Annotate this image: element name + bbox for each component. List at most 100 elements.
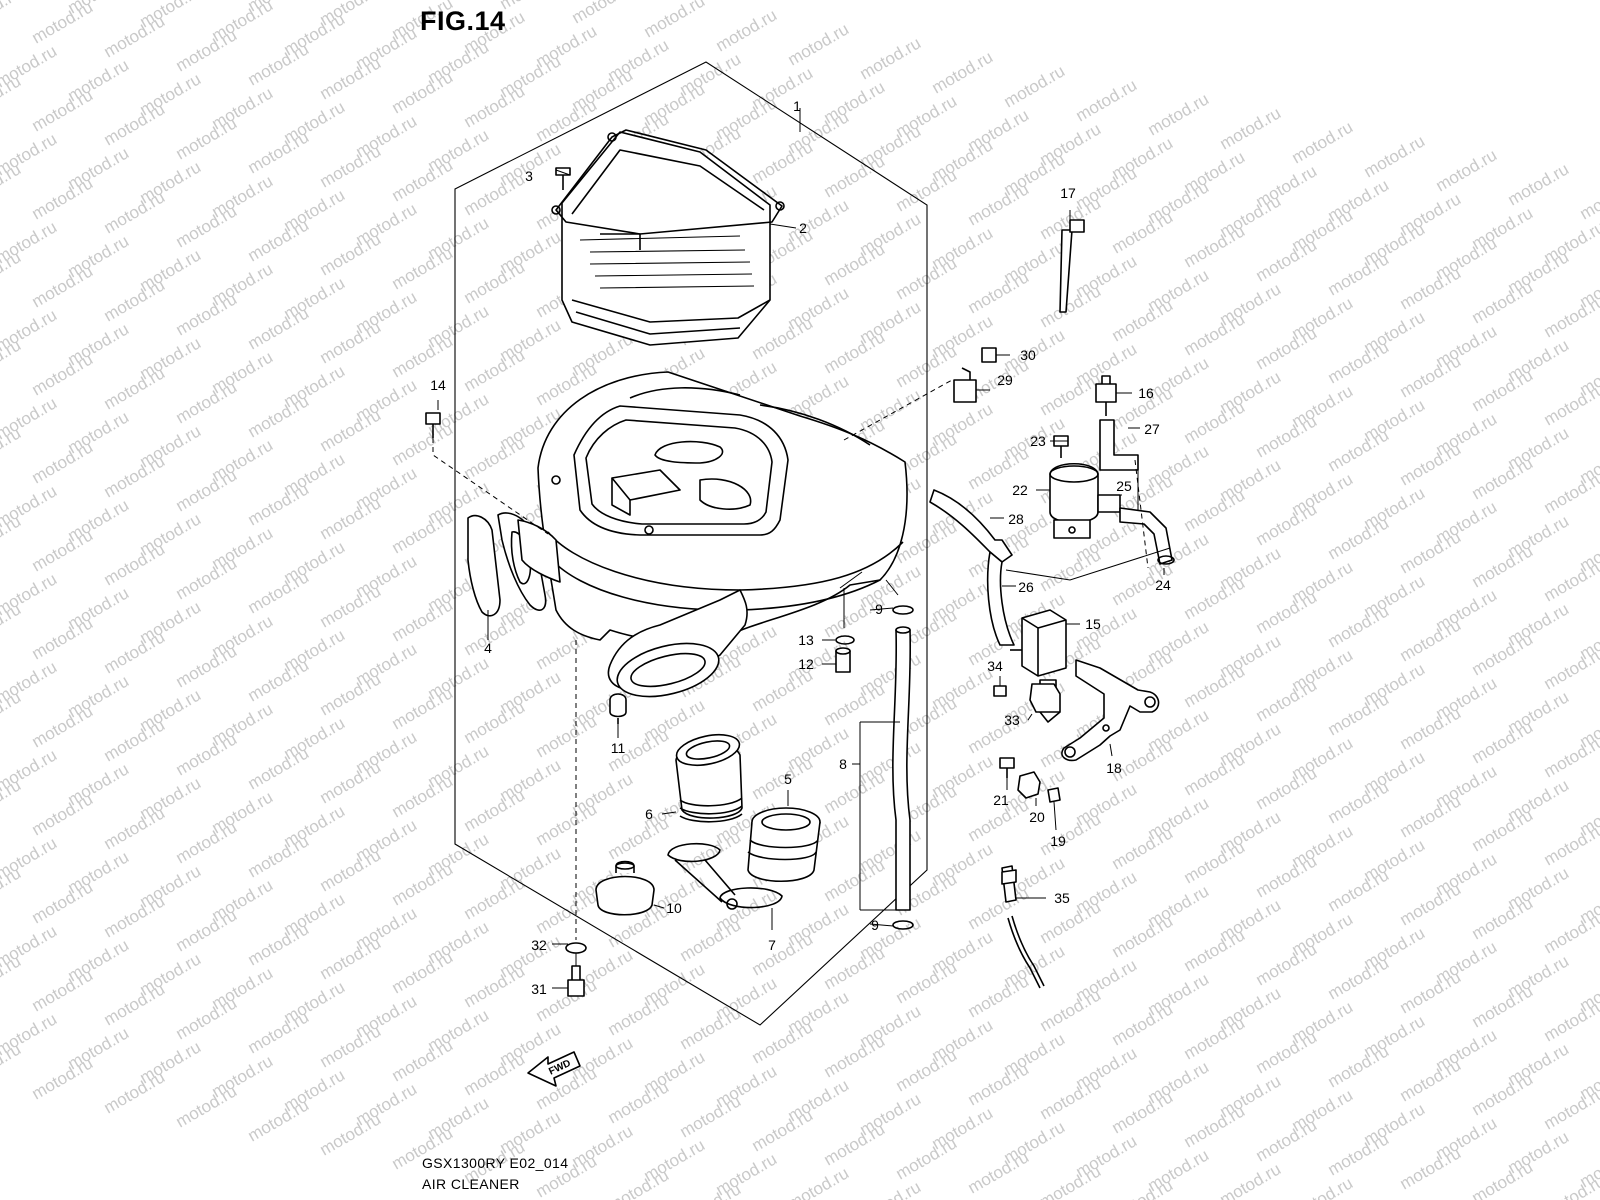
part-label-34[interactable]: 34 [987,658,1003,674]
part-label-20[interactable]: 20 [1029,809,1045,825]
part-label-27[interactable]: 27 [1144,421,1160,437]
part-label-29[interactable]: 29 [997,372,1013,388]
watermark-text: motod.ru [857,1177,925,1200]
watermark-text: motod.ru [1397,967,1465,1017]
watermark-text: motod.ru [1541,995,1600,1045]
part-label-23[interactable]: 23 [1030,433,1046,449]
watermark-text: motod.ru [245,479,313,529]
part-label-5[interactable]: 5 [784,771,792,787]
watermark-text: motod.ru [893,165,961,215]
watermark-text: motod.ru [29,85,97,135]
part-label-32[interactable]: 32 [531,937,547,953]
svg-text:9: 9 [875,601,883,617]
part-label-14[interactable]: 14 [430,377,446,393]
part-label-8[interactable]: 8 [839,756,847,772]
watermark-text: motod.ru [749,1017,817,1067]
watermark-text: motod.ru [317,1109,385,1159]
part-label-4[interactable]: 4 [484,640,492,656]
part-label-16[interactable]: 16 [1138,385,1154,401]
watermark-text: motod.ru [29,1053,97,1103]
watermark-text: motod.ru [101,275,169,325]
part-label-25[interactable]: 25 [1116,478,1132,494]
part-label-12[interactable]: 12 [798,656,814,672]
watermark-text: motod.ru [1469,541,1537,591]
watermark-text: motod.ru [1397,791,1465,841]
svg-text:15: 15 [1085,616,1101,632]
part-label-26[interactable]: 26 [1018,579,1034,595]
watermark-text: motod.ru [29,261,97,311]
part-label-22[interactable]: 22 [1012,482,1028,498]
watermark-text: motod.ru [245,743,313,793]
part-label-24[interactable]: 24 [1155,577,1171,593]
watermark-text: motod.ru [101,187,169,237]
parts-artwork [425,108,1175,1087]
watermark-text: motod.ru [1037,985,1105,1035]
part-label-9b[interactable]: 9 [871,917,879,933]
svg-text:13: 13 [798,632,814,648]
part-label-30[interactable]: 30 [1020,347,1036,363]
watermark-text: motod.ru [101,451,169,501]
watermark-text: motod.ru [1541,291,1600,341]
watermark-text: motod.ru [1109,823,1177,873]
part-label-17[interactable]: 17 [1060,185,1076,201]
watermark-text: motod.ru [1001,61,1069,111]
watermark-text: motod.ru [317,1021,385,1071]
watermark-text: motod.ru [101,363,169,413]
watermark-text: motod.ru [29,789,97,839]
watermark-text: motod.ru [1217,103,1285,153]
part-label-9a[interactable]: 9 [875,601,883,617]
watermark-text: motod.ru [461,433,529,483]
watermark-text: motod.ru [1181,837,1249,887]
watermark-text: motod.ru [173,201,241,251]
svg-text:30: 30 [1020,347,1036,363]
part-label-28[interactable]: 28 [1008,511,1024,527]
watermark-text: motod.ru [1325,1041,1393,1091]
watermark-text: motod.ru [1253,411,1321,461]
svg-text:35: 35 [1054,890,1070,906]
watermark-text: motod.ru [1037,809,1105,859]
watermark-text: motod.ru [245,655,313,705]
watermark-text: motod.ru [965,179,1033,229]
watermark-text: motod.ru [1253,851,1321,901]
part-label-19[interactable]: 19 [1050,833,1066,849]
svg-text:1: 1 [793,98,801,114]
watermark-text: motod.ru [317,493,385,543]
watermark-text: motod.ru [1541,467,1600,517]
watermark-text: motod.ru [1253,235,1321,285]
harness-clamp-art-17 [1059,219,1085,313]
watermark-text: motod.ru [965,1059,1033,1109]
watermark-text: motod.ru [677,1003,745,1053]
part-label-3[interactable]: 3 [525,168,533,184]
watermark-text: motod.ru [389,859,457,909]
watermark-text: motod.ru [173,641,241,691]
svg-text:18: 18 [1106,760,1122,776]
part-label-6[interactable]: 6 [645,806,653,822]
part-label-1[interactable]: 1 [793,98,801,114]
part-label-15[interactable]: 15 [1085,616,1101,632]
part-label-13[interactable]: 13 [798,632,814,648]
part-label-11[interactable]: 11 [611,740,626,756]
svg-text:16: 16 [1138,385,1154,401]
part-label-21[interactable]: 21 [993,792,1009,808]
watermark-text: motod.ru [893,253,961,303]
part-label-2[interactable]: 2 [799,220,807,236]
drain-plug-art-31 [565,942,587,997]
watermark-text: motod.ru [1037,281,1105,331]
part-label-35[interactable]: 35 [1054,890,1070,906]
watermark-text: motod.ru [605,989,673,1039]
part-label-10[interactable]: 10 [666,900,682,916]
part-label-31[interactable]: 31 [531,981,547,997]
svg-text:32: 32 [531,937,547,953]
part-label-33[interactable]: 33 [1004,712,1020,728]
part-label-7[interactable]: 7 [768,937,776,953]
svg-text:9: 9 [871,917,879,933]
svg-text:5: 5 [784,771,792,787]
watermark-text: motod.ru [245,919,313,969]
watermark-text: motod.ru [1109,1087,1177,1137]
watermark-text: motod.ru [1325,513,1393,563]
part-label-18[interactable]: 18 [1106,760,1122,776]
watermark-text: motod.ru [821,1031,889,1081]
watermark-text: motod.ru [173,465,241,515]
watermark-text: motod.ru [497,0,565,13]
watermark-text: motod.ru [101,11,169,61]
